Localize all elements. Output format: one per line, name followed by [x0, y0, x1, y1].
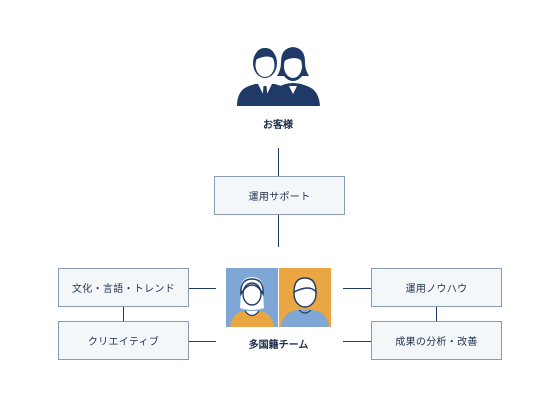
support-label: 運用サポート — [248, 192, 311, 203]
connector-support-team — [278, 215, 279, 247]
creative-label: クリエイティブ — [87, 337, 160, 348]
culture-language-trend-box: 文化・言語・トレンド — [58, 268, 189, 307]
support-box: 運用サポート — [214, 176, 345, 215]
analysis-improvement-box: 成果の分析・改善 — [371, 321, 502, 360]
male-member-photo-icon — [279, 268, 331, 327]
operation-knowhow-box: 運用ノウハウ — [371, 268, 502, 307]
connector-team-analysis — [343, 341, 371, 342]
team-label: 多国籍チーム — [248, 340, 309, 351]
connector-team-knowhow — [343, 288, 371, 289]
culture-language-trend-label: 文化・言語・トレンド — [72, 284, 175, 295]
customers-icon — [237, 47, 320, 106]
customer-label: お客様 — [263, 120, 293, 131]
creative-box: クリエイティブ — [58, 321, 189, 360]
connector-left-boxes — [123, 307, 124, 321]
connector-creative-team — [189, 341, 216, 342]
female-member-photo-icon — [226, 268, 278, 327]
connector-right-boxes — [436, 307, 437, 321]
analysis-improvement-label: 成果の分析・改善 — [395, 337, 478, 348]
operation-knowhow-label: 運用ノウハウ — [405, 284, 468, 295]
connector-customer-support — [278, 148, 279, 176]
connector-culture-team — [189, 288, 216, 289]
